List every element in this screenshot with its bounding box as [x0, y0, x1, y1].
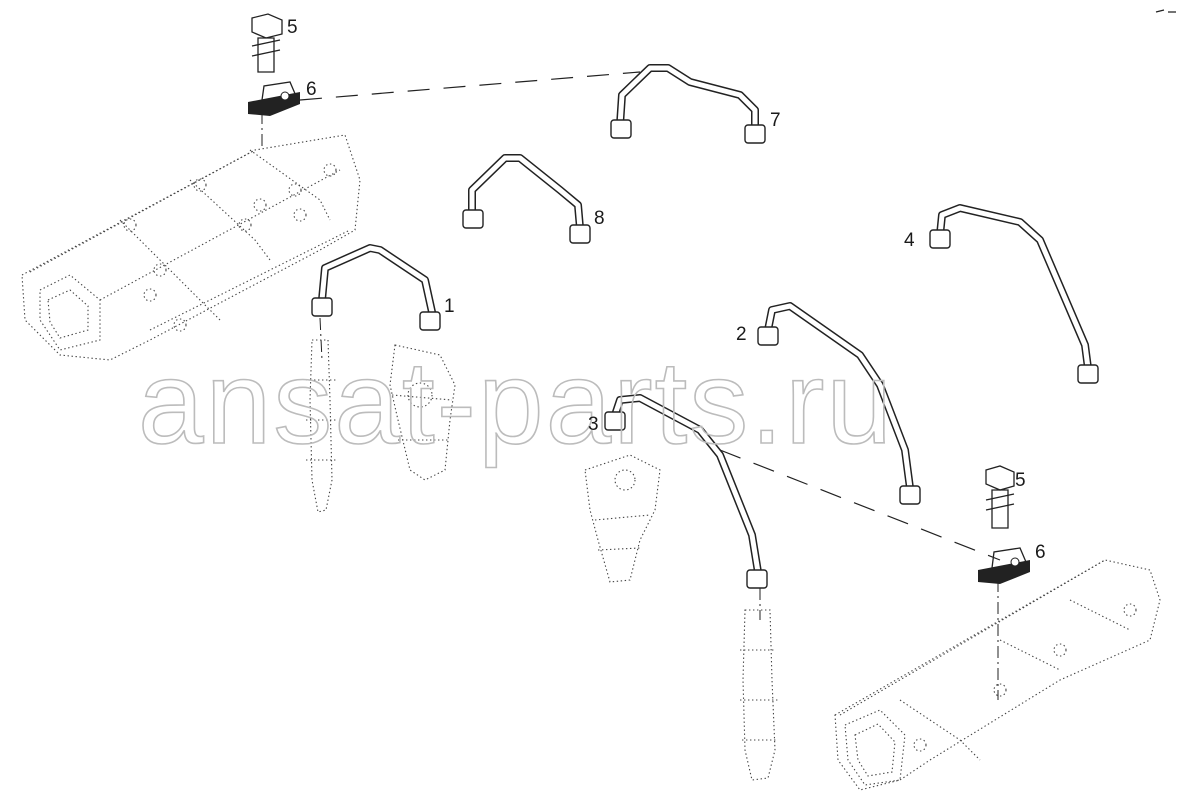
- bolt-upper: [251, 13, 283, 73]
- callout-2: 2: [736, 324, 747, 345]
- injector-left: [306, 339, 338, 513]
- clamp-upper: [248, 81, 300, 116]
- callout-6-upper: 6: [306, 79, 317, 100]
- callout-4: 4: [904, 230, 915, 251]
- fuel-pipe-7: [610, 64, 766, 144]
- fuel-pipe-1: [311, 244, 441, 331]
- callout-6-lower: 6: [1035, 542, 1046, 563]
- left-fuel-rail-housing: [21, 134, 361, 361]
- callout-7: 7: [770, 110, 781, 131]
- alignment-line-lower: [719, 449, 1001, 561]
- clamp-lower: [978, 547, 1030, 584]
- injector-center-pump: [584, 454, 661, 583]
- corner-mark: [1155, 9, 1176, 13]
- callout-3: 3: [588, 414, 599, 435]
- watermark-text: ansat-parts.ru: [138, 337, 894, 469]
- callout-5-upper: 5: [287, 17, 298, 38]
- callout-1: 1: [444, 296, 455, 317]
- alignment-line-upper: [299, 71, 641, 101]
- right-fuel-rail-housing: [834, 559, 1161, 791]
- bolt-lower: [985, 465, 1015, 529]
- callout-8: 8: [594, 208, 605, 229]
- fuel-pipe-8: [462, 154, 591, 244]
- injector-right: [740, 609, 778, 781]
- fuel-pipe-4: [929, 204, 1099, 384]
- callout-5-lower: 5: [1015, 470, 1026, 491]
- axis-line-injector-1: [319, 317, 323, 361]
- fuel-pipe-2: [757, 302, 921, 505]
- fuel-pipe-3: [604, 394, 768, 589]
- injector-left-pump: [389, 344, 456, 481]
